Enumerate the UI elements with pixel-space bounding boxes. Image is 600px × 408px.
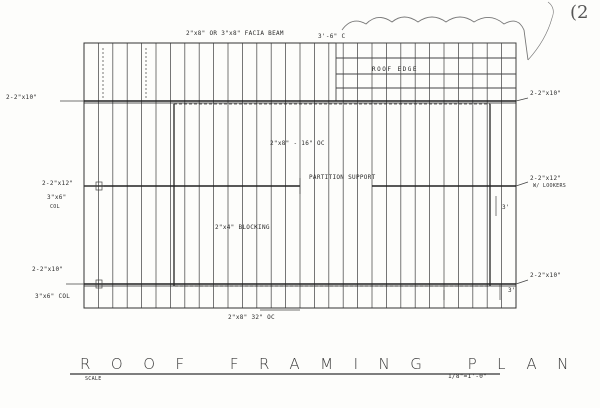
roof-edge-rect xyxy=(335,42,517,102)
dimension-b-label: 3' xyxy=(508,287,516,294)
annotation-marks xyxy=(60,97,529,311)
drawing-title: ROOF FRAMING PLAN xyxy=(80,355,589,373)
revision-sketch-line xyxy=(527,1,554,61)
joist-spacing-label: 2"x8" - 16" OC xyxy=(270,140,325,147)
beam-lines xyxy=(84,100,516,287)
leader-right-mid xyxy=(515,181,529,187)
leader-right-top xyxy=(515,97,529,102)
column-left-bottom xyxy=(95,279,103,289)
right-mid-beam-label: 2-2"x12" xyxy=(530,175,562,182)
scale-value: 1/8"=1'-0" xyxy=(448,373,488,380)
scale-label: SCALE xyxy=(85,376,102,382)
right-mid-note-label: W/ LOOKERS xyxy=(533,183,567,189)
left-bottom-column-label: 3"x6" COL xyxy=(35,293,71,300)
column-left-mid xyxy=(95,181,103,191)
roof-edge-outline xyxy=(335,42,517,102)
leader-right-bottom xyxy=(515,279,529,285)
left-mid-column-label-2: COL xyxy=(50,204,60,210)
left-bottom-beam-label: 2-2"x10" xyxy=(32,266,64,273)
revision-cloud-path xyxy=(341,16,529,61)
partition-support-label: PARTITION SUPPORT xyxy=(309,174,376,181)
rafter-joists xyxy=(98,43,503,308)
left-top-beam-label: 2-2"x10" xyxy=(6,94,38,101)
right-bottom-beam-label: 2-2"x10" xyxy=(530,272,562,279)
top-dimension-label: 3'-6" C xyxy=(318,33,346,40)
right-top-beam-label: 2-2"x10" xyxy=(530,90,562,97)
dimension-a-label: 3' xyxy=(502,204,510,211)
facia-beam-label: 2"x8" OR 3"x8" FACIA BEAM xyxy=(186,30,284,37)
roof-edge-label: ROOF EDGE xyxy=(372,66,419,73)
interior-bearing-box xyxy=(173,103,491,287)
plan-outer-rect xyxy=(83,42,517,309)
sheet-number: (2 xyxy=(570,2,589,23)
bottom-joist-label: 2"x8" 32" OC xyxy=(228,314,275,321)
left-mid-beam-label: 2-2"x12" xyxy=(42,180,74,187)
revision-cloud xyxy=(341,1,554,61)
left-mid-column-label: 3"x6" xyxy=(47,194,67,201)
blocking-label: 2"x4" BLOCKING xyxy=(215,224,270,231)
